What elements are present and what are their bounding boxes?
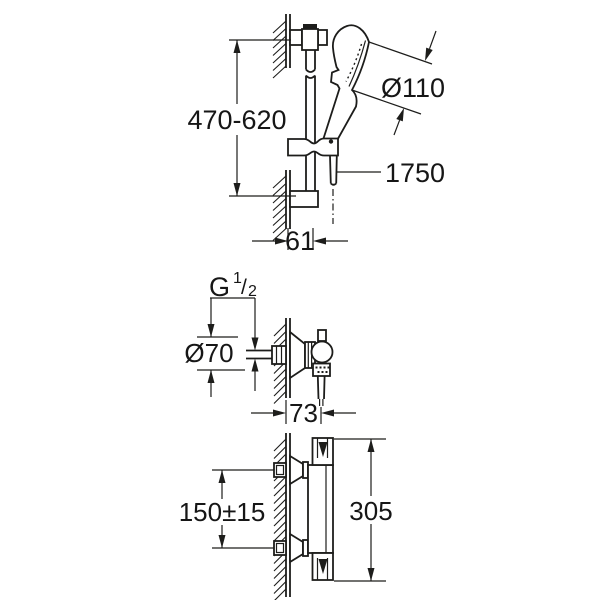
pivot-pin xyxy=(317,329,327,342)
dim-rosette-diameter-label: Ø70 xyxy=(184,338,233,368)
hand-shower-outline xyxy=(322,24,370,142)
handle-mark xyxy=(318,442,328,457)
arrow-right xyxy=(275,237,288,245)
leader-hose-length-label: 1750 xyxy=(385,158,445,188)
hose-connector xyxy=(329,155,338,186)
connector-inner xyxy=(275,542,285,554)
extension-lines xyxy=(285,400,322,424)
inlet-union-top xyxy=(273,454,309,486)
dim-body-length: 305 xyxy=(334,438,393,582)
extension-lines xyxy=(334,438,386,582)
dim-connection-distance-label: 150±15 xyxy=(179,497,266,527)
thread-lines xyxy=(275,346,283,364)
knurl-body xyxy=(312,362,331,377)
arrow-left xyxy=(321,409,334,417)
arrow-down xyxy=(251,337,259,351)
arrow-up xyxy=(207,370,215,383)
handle-bottom xyxy=(311,552,334,581)
dim-head-diameter: Ø110 xyxy=(351,30,445,136)
thread-size-label-g: G xyxy=(209,272,230,302)
dim-projection: 73 xyxy=(251,398,356,428)
mixer-body xyxy=(307,464,334,554)
thread-block xyxy=(271,345,287,365)
escutcheon-cone xyxy=(289,532,304,564)
handle-flutes xyxy=(316,558,329,580)
dim-height-range-label: 470-620 xyxy=(187,105,286,135)
arrow-down xyxy=(207,324,215,337)
leader-hose-length: 1750 xyxy=(337,158,445,188)
escutcheon-cone xyxy=(289,454,304,486)
inlet-pipe xyxy=(246,349,272,360)
connector-inner xyxy=(275,464,285,476)
dim-wall-distance: 61 xyxy=(252,226,348,256)
rail-top-section xyxy=(301,28,319,51)
thread-size-label-numerator: 1 xyxy=(233,270,242,287)
hatch-lines xyxy=(272,175,287,241)
handle-top xyxy=(311,437,334,466)
thread-body xyxy=(271,345,287,365)
rail-end-cap xyxy=(303,24,317,30)
hose-start xyxy=(319,399,324,406)
ball-joint xyxy=(310,340,334,364)
bracket-arm-right xyxy=(317,29,328,46)
knurl-dots xyxy=(315,366,330,373)
knurled-nut xyxy=(312,362,331,377)
arrow-down xyxy=(218,535,226,548)
rail-bracket-top xyxy=(289,24,328,51)
wall-section xyxy=(273,433,291,600)
escutcheon-cone xyxy=(289,330,306,380)
thread-size-label-slash: / xyxy=(241,276,247,299)
arrow-lower xyxy=(396,108,404,122)
thread-size-callout: G 1 / 2 xyxy=(209,270,259,391)
handle-flutes xyxy=(316,438,329,458)
arrow-down xyxy=(367,568,375,581)
extension-lines xyxy=(287,228,314,250)
mixer-view: 150±15 305 xyxy=(179,433,393,600)
arrow-down xyxy=(233,183,241,196)
dim-head-diameter-label: Ø110 xyxy=(381,73,445,103)
spray-nozzles xyxy=(345,43,363,82)
arrow-tails xyxy=(393,30,437,136)
arrow-up xyxy=(233,40,241,53)
dim-body-length-label: 305 xyxy=(349,496,392,526)
holder-body xyxy=(287,137,339,157)
arrow-up xyxy=(367,439,375,452)
wall-section-upper xyxy=(272,14,291,79)
shower-rail-view: 470-620 Ø110 1750 61 xyxy=(187,14,445,256)
extension-lines xyxy=(351,41,433,115)
holder-pivot xyxy=(328,139,334,144)
handle-mark xyxy=(318,559,328,574)
dim-rosette-diameter: Ø70 xyxy=(184,298,245,397)
wall-union-view: G 1 / 2 Ø70 73 xyxy=(184,270,356,428)
dim-height-range: 470-620 xyxy=(187,39,296,197)
shower-rail-tube xyxy=(305,50,316,191)
shower-holder xyxy=(287,137,339,157)
arrow-right xyxy=(273,409,286,417)
thread-size-label-denominator: 2 xyxy=(248,283,257,300)
rail-bracket-bottom xyxy=(289,190,319,208)
dim-wall-distance-label: 61 xyxy=(285,226,315,256)
spray-face-rim xyxy=(348,40,367,87)
hand-shower xyxy=(322,24,370,142)
hatch-lines xyxy=(272,20,287,79)
arrow-left xyxy=(313,237,326,245)
bracket-arm-left xyxy=(289,29,303,46)
outlet-tube xyxy=(316,375,326,400)
extension-lines xyxy=(229,39,296,197)
arrow-upper xyxy=(425,47,433,61)
arrow-up xyxy=(218,470,226,483)
arrow-up xyxy=(251,358,259,372)
body-outline xyxy=(307,464,334,554)
extension-lines xyxy=(197,336,245,371)
dim-connection-distance: 150±15 xyxy=(179,469,274,549)
dim-projection-label: 73 xyxy=(289,398,318,428)
